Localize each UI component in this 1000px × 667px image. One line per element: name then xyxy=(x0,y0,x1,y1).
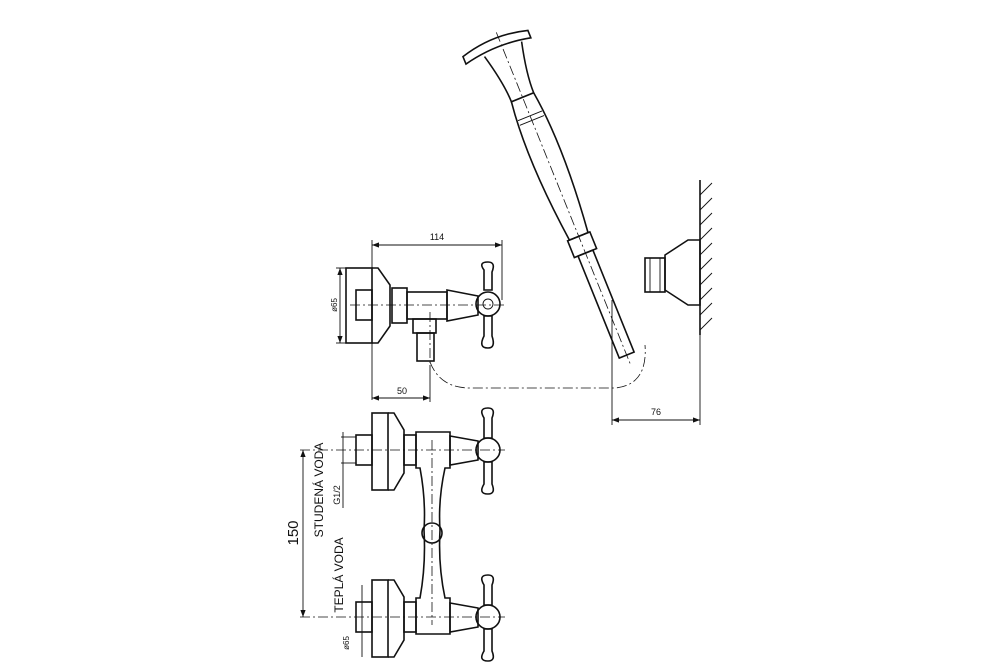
dimension-76 xyxy=(611,300,701,425)
dimension-114 xyxy=(371,240,503,400)
bottom-mixer xyxy=(300,407,505,662)
dimension-top-diameter xyxy=(336,267,346,344)
hot-water-label: TEPLÁ VODA xyxy=(331,537,346,612)
dim-76-label: 76 xyxy=(651,407,661,417)
wall xyxy=(699,180,713,335)
dim-50-label: 50 xyxy=(397,386,407,396)
hose-line xyxy=(429,344,646,389)
thread-label: G1/2 xyxy=(332,485,342,505)
wall-holder xyxy=(644,239,701,306)
dim-top-diameter-label: ø65 xyxy=(330,298,339,312)
dim-150-label: 150 xyxy=(285,520,302,545)
dim-114-label: 114 xyxy=(430,232,444,242)
dimension-50 xyxy=(372,365,431,402)
hand-shower xyxy=(462,29,636,367)
cold-water-label: STUDENÁ VODA xyxy=(311,443,326,538)
dim-bottom-diameter-label: ø65 xyxy=(342,636,351,650)
top-valve xyxy=(345,261,505,365)
dimension-150 xyxy=(300,432,363,657)
